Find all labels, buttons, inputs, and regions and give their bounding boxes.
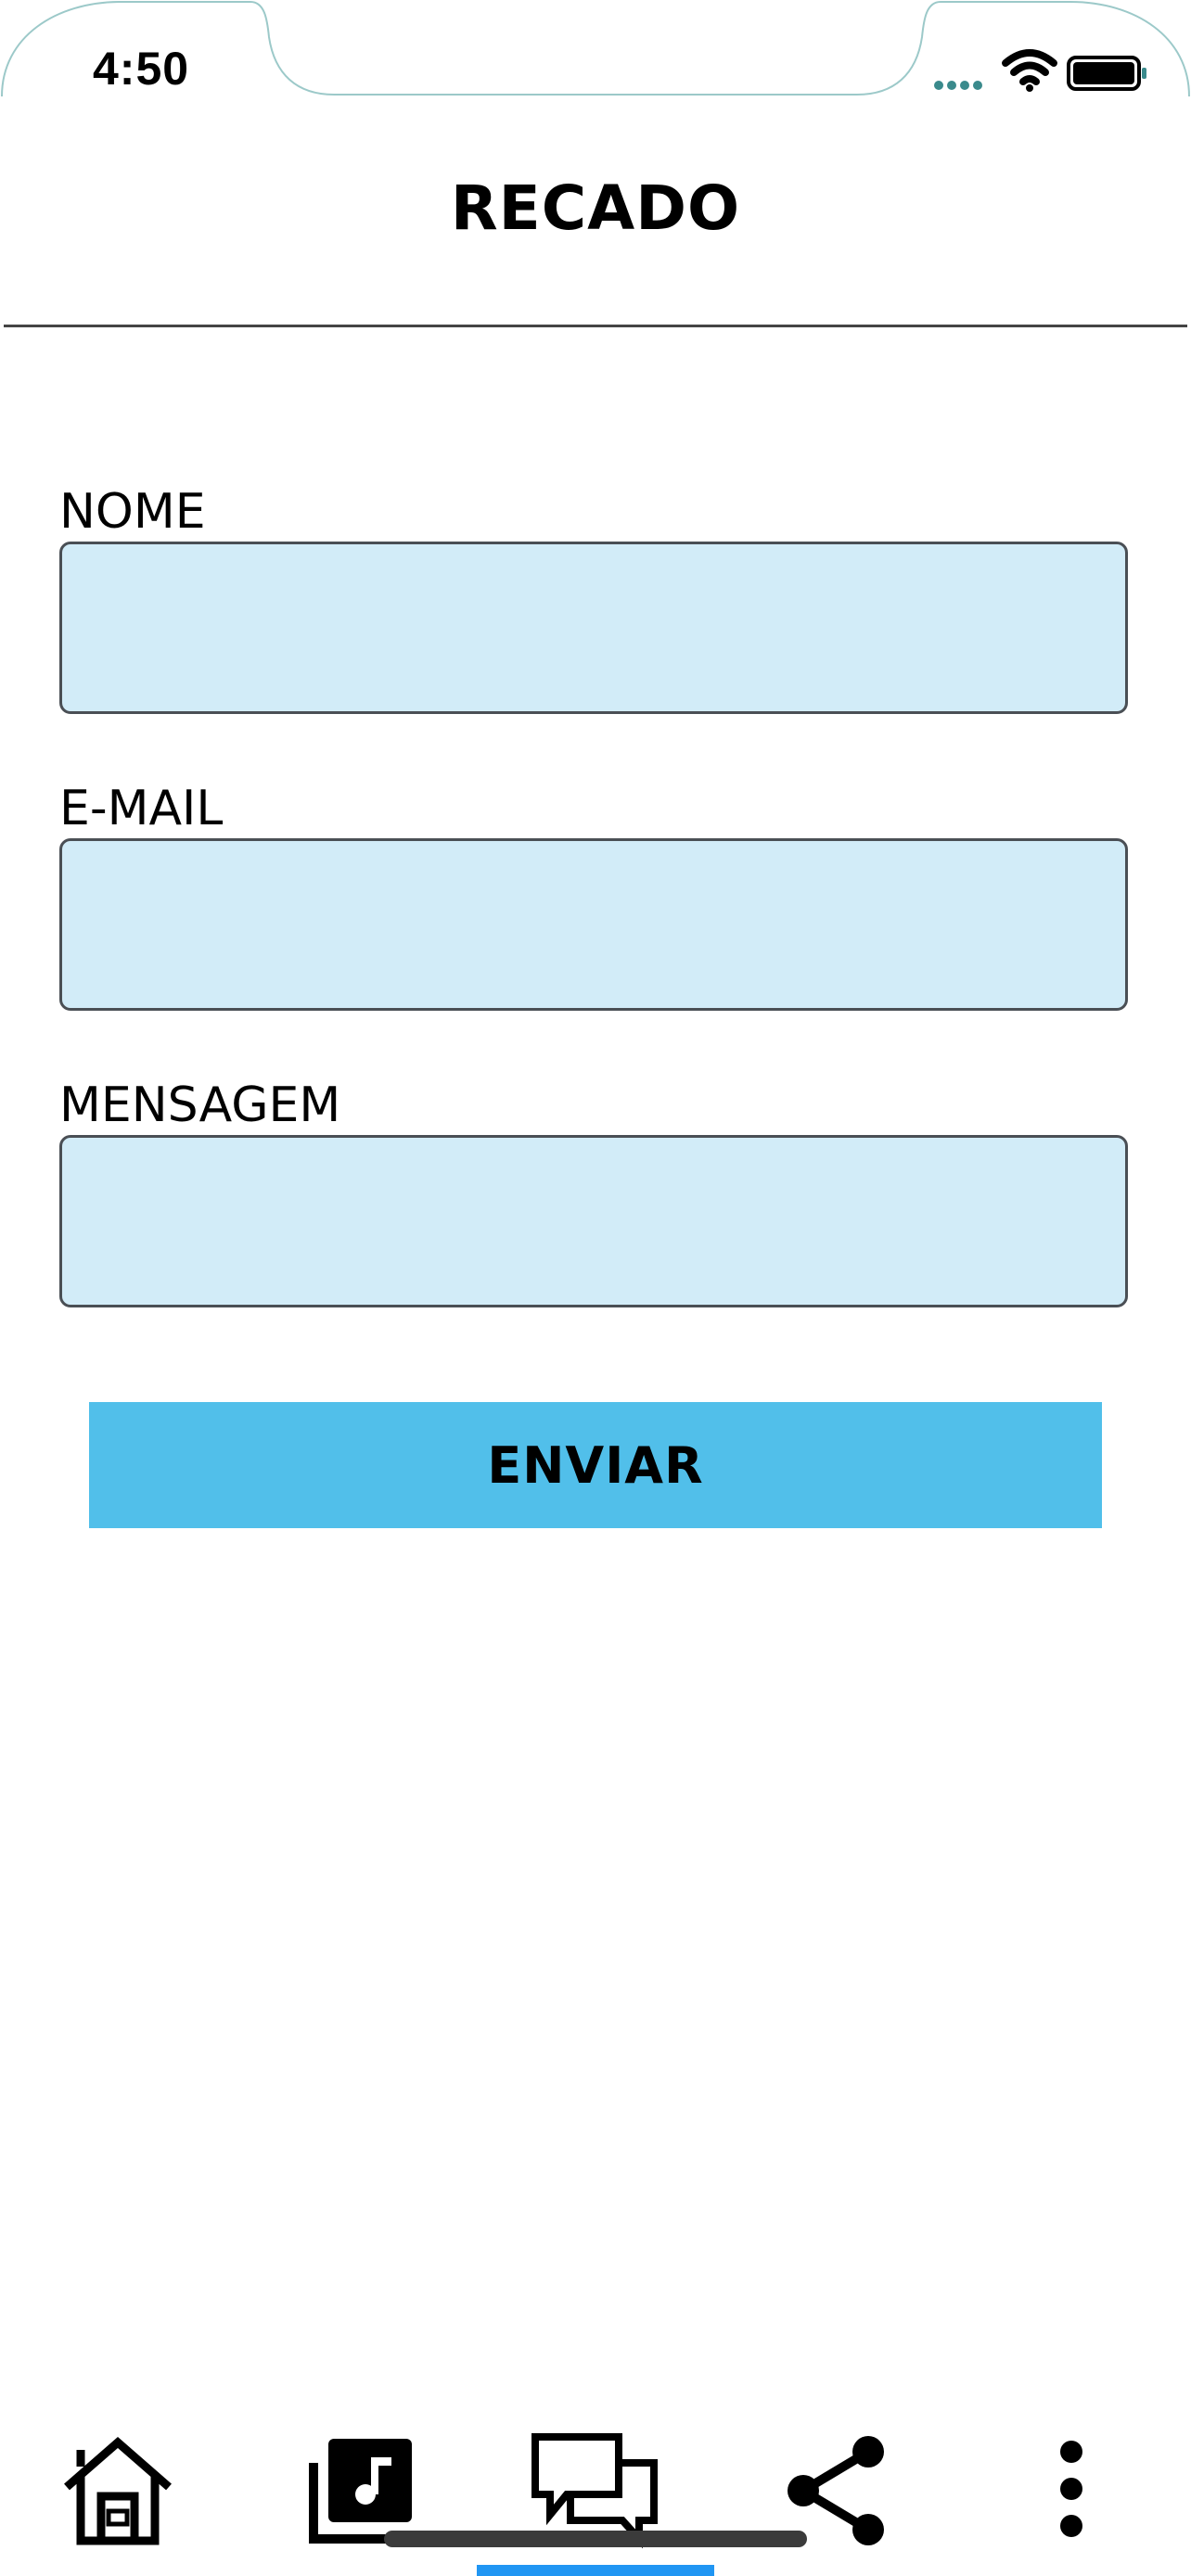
email-label: E-MAIL [59, 781, 224, 836]
nav-item-more[interactable] [1002, 2420, 1141, 2559]
active-tab-indicator [477, 2565, 714, 2576]
more-vertical-icon [1060, 2441, 1082, 2537]
app-header: RECADO [0, 158, 1191, 260]
share-icon [788, 2436, 884, 2545]
email-input[interactable] [59, 838, 1128, 1011]
music-library-icon [309, 2439, 412, 2544]
cellular-signal-icon [934, 81, 982, 90]
status-icons [934, 49, 1146, 92]
header-divider [4, 325, 1187, 327]
chat-icon [531, 2433, 658, 2549]
nav-item-home[interactable] [48, 2420, 187, 2559]
name-input[interactable] [59, 542, 1128, 714]
status-time: 4:50 [93, 43, 190, 95]
home-icon [64, 2437, 172, 2545]
home-indicator[interactable] [384, 2531, 807, 2547]
wifi-icon [1002, 49, 1057, 92]
battery-icon [1067, 56, 1146, 91]
notch-outline [1, 0, 1190, 96]
nav-item-chat[interactable] [525, 2420, 664, 2559]
send-button-label: ENVIAR [487, 1435, 704, 1495]
nav-item-music[interactable] [289, 2420, 429, 2559]
name-label: NOME [59, 484, 206, 540]
message-input[interactable] [59, 1135, 1128, 1307]
send-button[interactable]: ENVIAR [89, 1402, 1102, 1528]
status-bar: 4:50 [0, 0, 1191, 96]
message-label: MENSAGEM [59, 1078, 341, 1133]
nav-item-share[interactable] [766, 2420, 905, 2559]
page-title: RECADO [450, 172, 741, 244]
